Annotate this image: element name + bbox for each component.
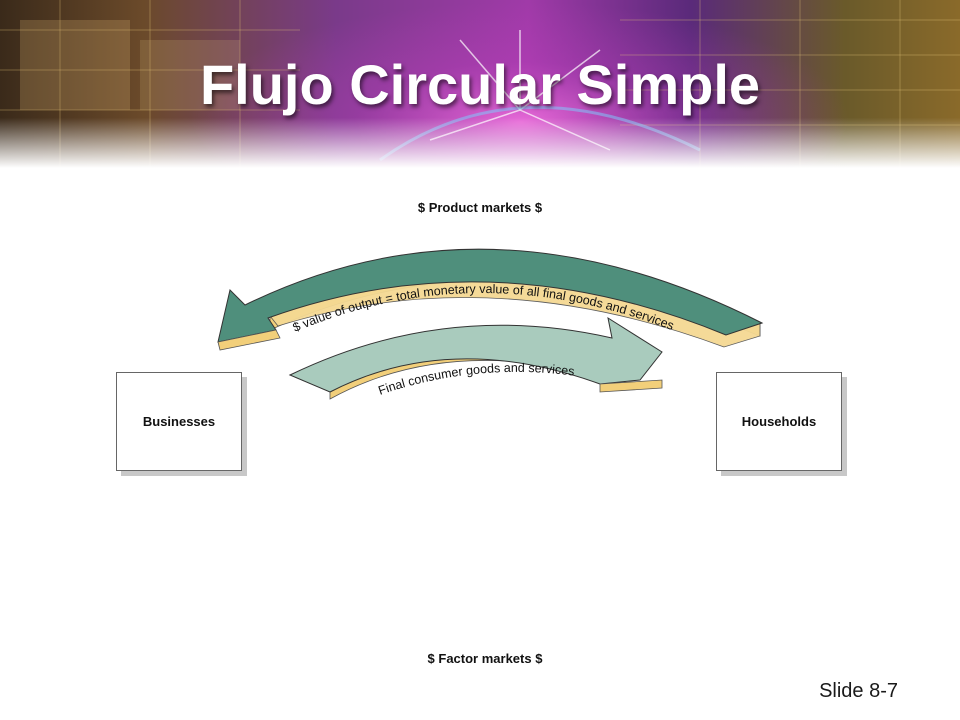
outer-flow-arrow	[217, 248, 764, 351]
slide-title: Flujo Circular Simple	[199, 53, 761, 116]
slide-number: Slide 8-7	[819, 680, 898, 702]
inner-flow-arrow	[288, 316, 663, 400]
factor-markets-label: $ Factor markets $	[427, 651, 543, 666]
product-markets-label: $ Product markets $	[417, 200, 543, 215]
households-box: Households	[716, 372, 842, 471]
businesses-box: Businesses	[116, 372, 242, 471]
businesses-label: Businesses	[142, 414, 216, 429]
households-label: Households	[741, 414, 817, 429]
banner-background	[0, 0, 960, 168]
title-banner: Flujo Circular Simple	[0, 0, 960, 168]
